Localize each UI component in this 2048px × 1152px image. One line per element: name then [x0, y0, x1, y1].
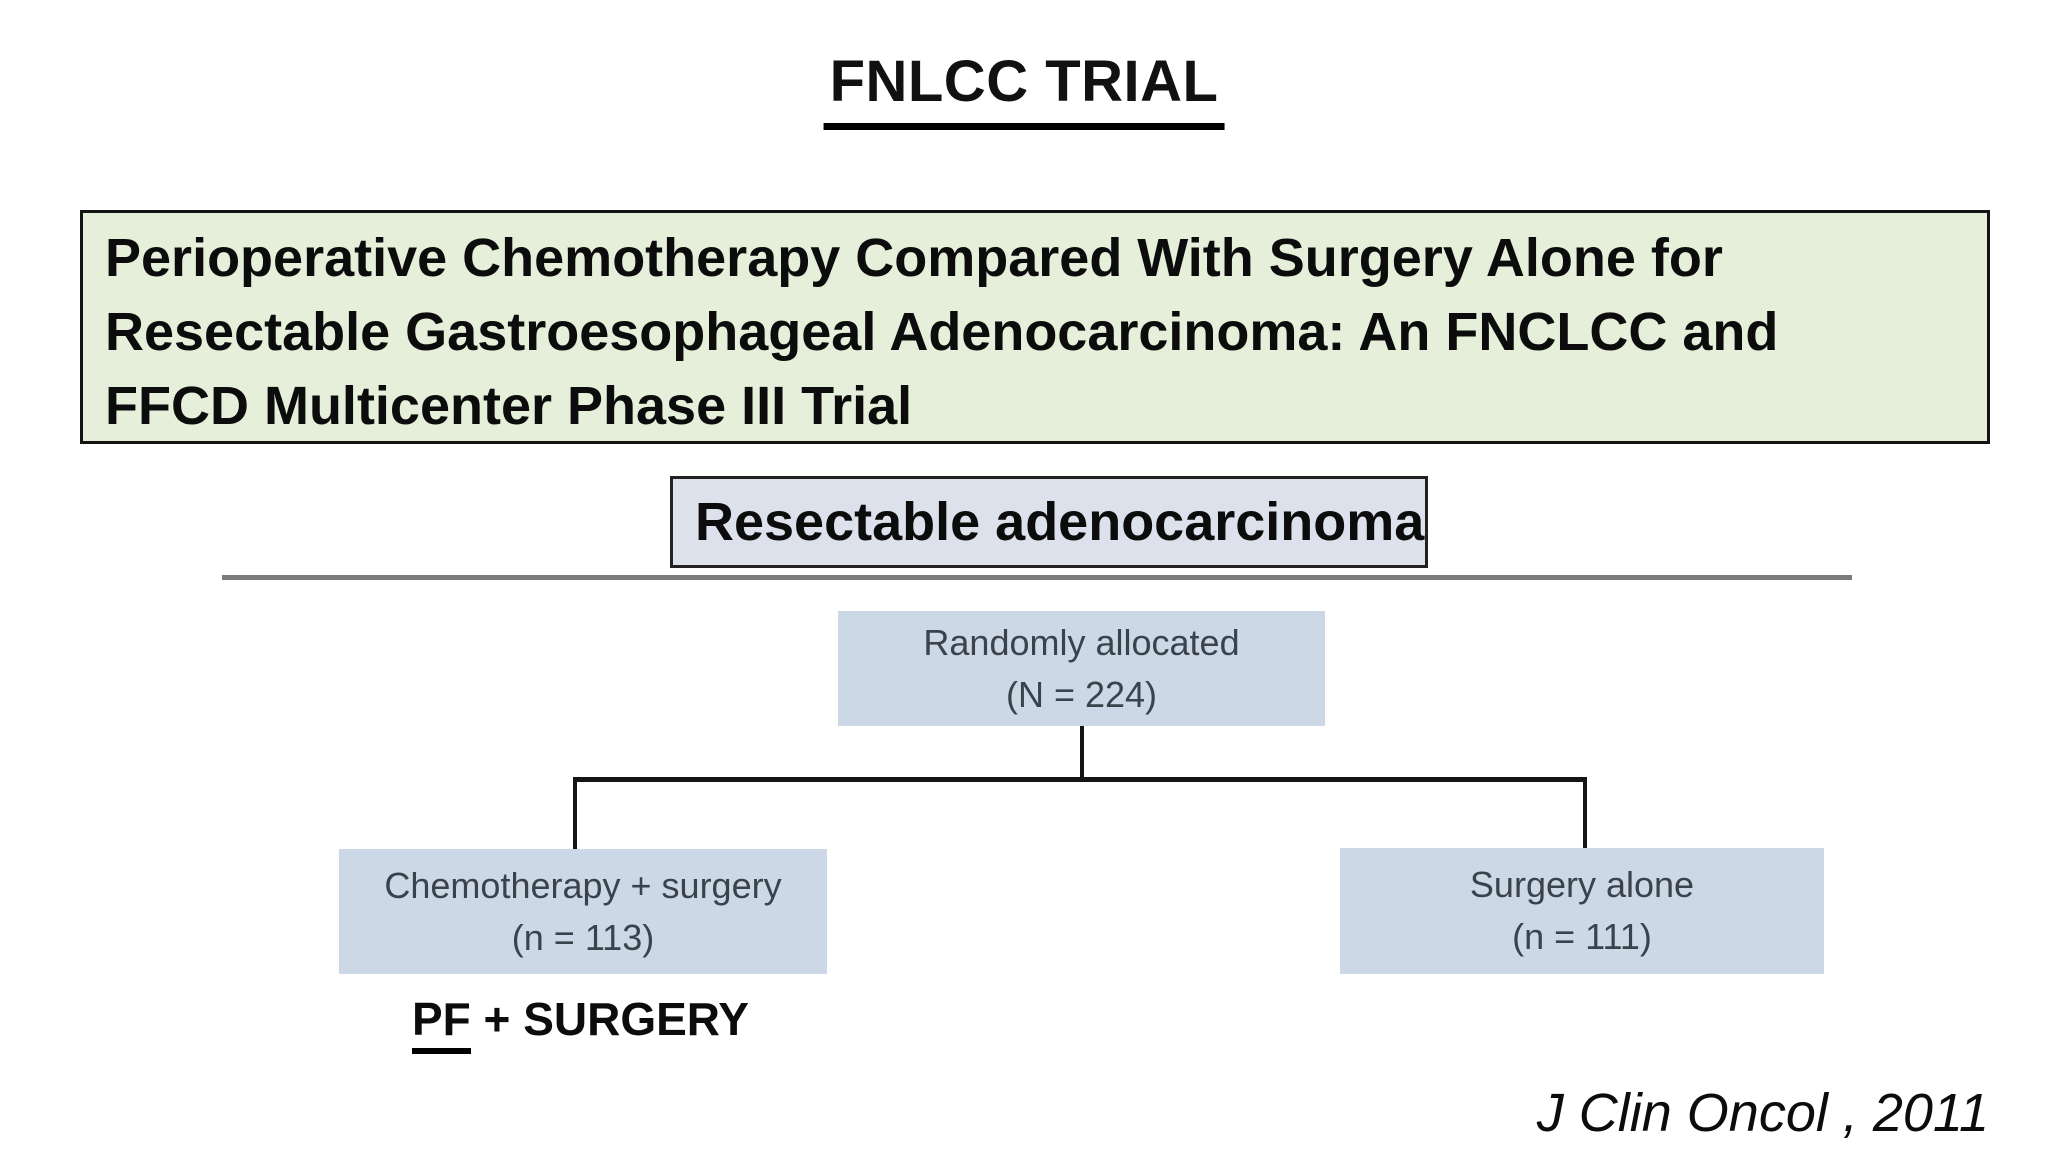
flow-left-line1: Chemotherapy + surgery	[384, 864, 782, 906]
flow-left-line2: (n = 113)	[511, 916, 655, 958]
citation: J Clin Oncol , 2011	[1536, 1083, 1989, 1143]
paper-title-line-2: Resectable Gastroesophageal Adenocarcino…	[105, 302, 1779, 362]
slide-title: FNLCC TRIAL	[823, 48, 1225, 130]
connector-root-vertical	[1080, 726, 1084, 779]
population-box: Resectable adenocarcinoma	[670, 476, 1428, 568]
paper-title-line-1: Perioperative Chemotherapy Compared With…	[105, 228, 1723, 288]
pf-underlined-text: PF	[412, 993, 471, 1054]
population-label: Resectable adenocarcinoma	[695, 492, 1425, 552]
flow-root-line2: (N = 224)	[1005, 673, 1158, 715]
flow-right-line1: Surgery alone	[1469, 864, 1695, 905]
pf-surgery-annotation: PF + SURGERY	[412, 992, 749, 1054]
connector-horizontal	[573, 777, 1587, 782]
flow-box-chemo-surgery: Chemotherapy + surgery (n = 113)	[339, 849, 827, 974]
flow-right-line2: (n = 111)	[1512, 916, 1652, 957]
flow-root-line1: Randomly allocated	[923, 621, 1240, 663]
flow-box-surgery-alone: Surgery alone (n = 111)	[1340, 848, 1824, 974]
connector-right-vertical	[1583, 777, 1587, 850]
connector-left-vertical	[573, 777, 577, 851]
paper-title-line-3: FFCD Multicenter Phase III Trial	[105, 376, 913, 436]
paper-title-box: Perioperative Chemotherapy Compared With…	[80, 210, 1990, 444]
flow-box-randomly-allocated: Randomly allocated (N = 224)	[838, 611, 1325, 726]
horizontal-divider	[222, 575, 1852, 580]
pf-rest-text: + SURGERY	[470, 993, 749, 1045]
